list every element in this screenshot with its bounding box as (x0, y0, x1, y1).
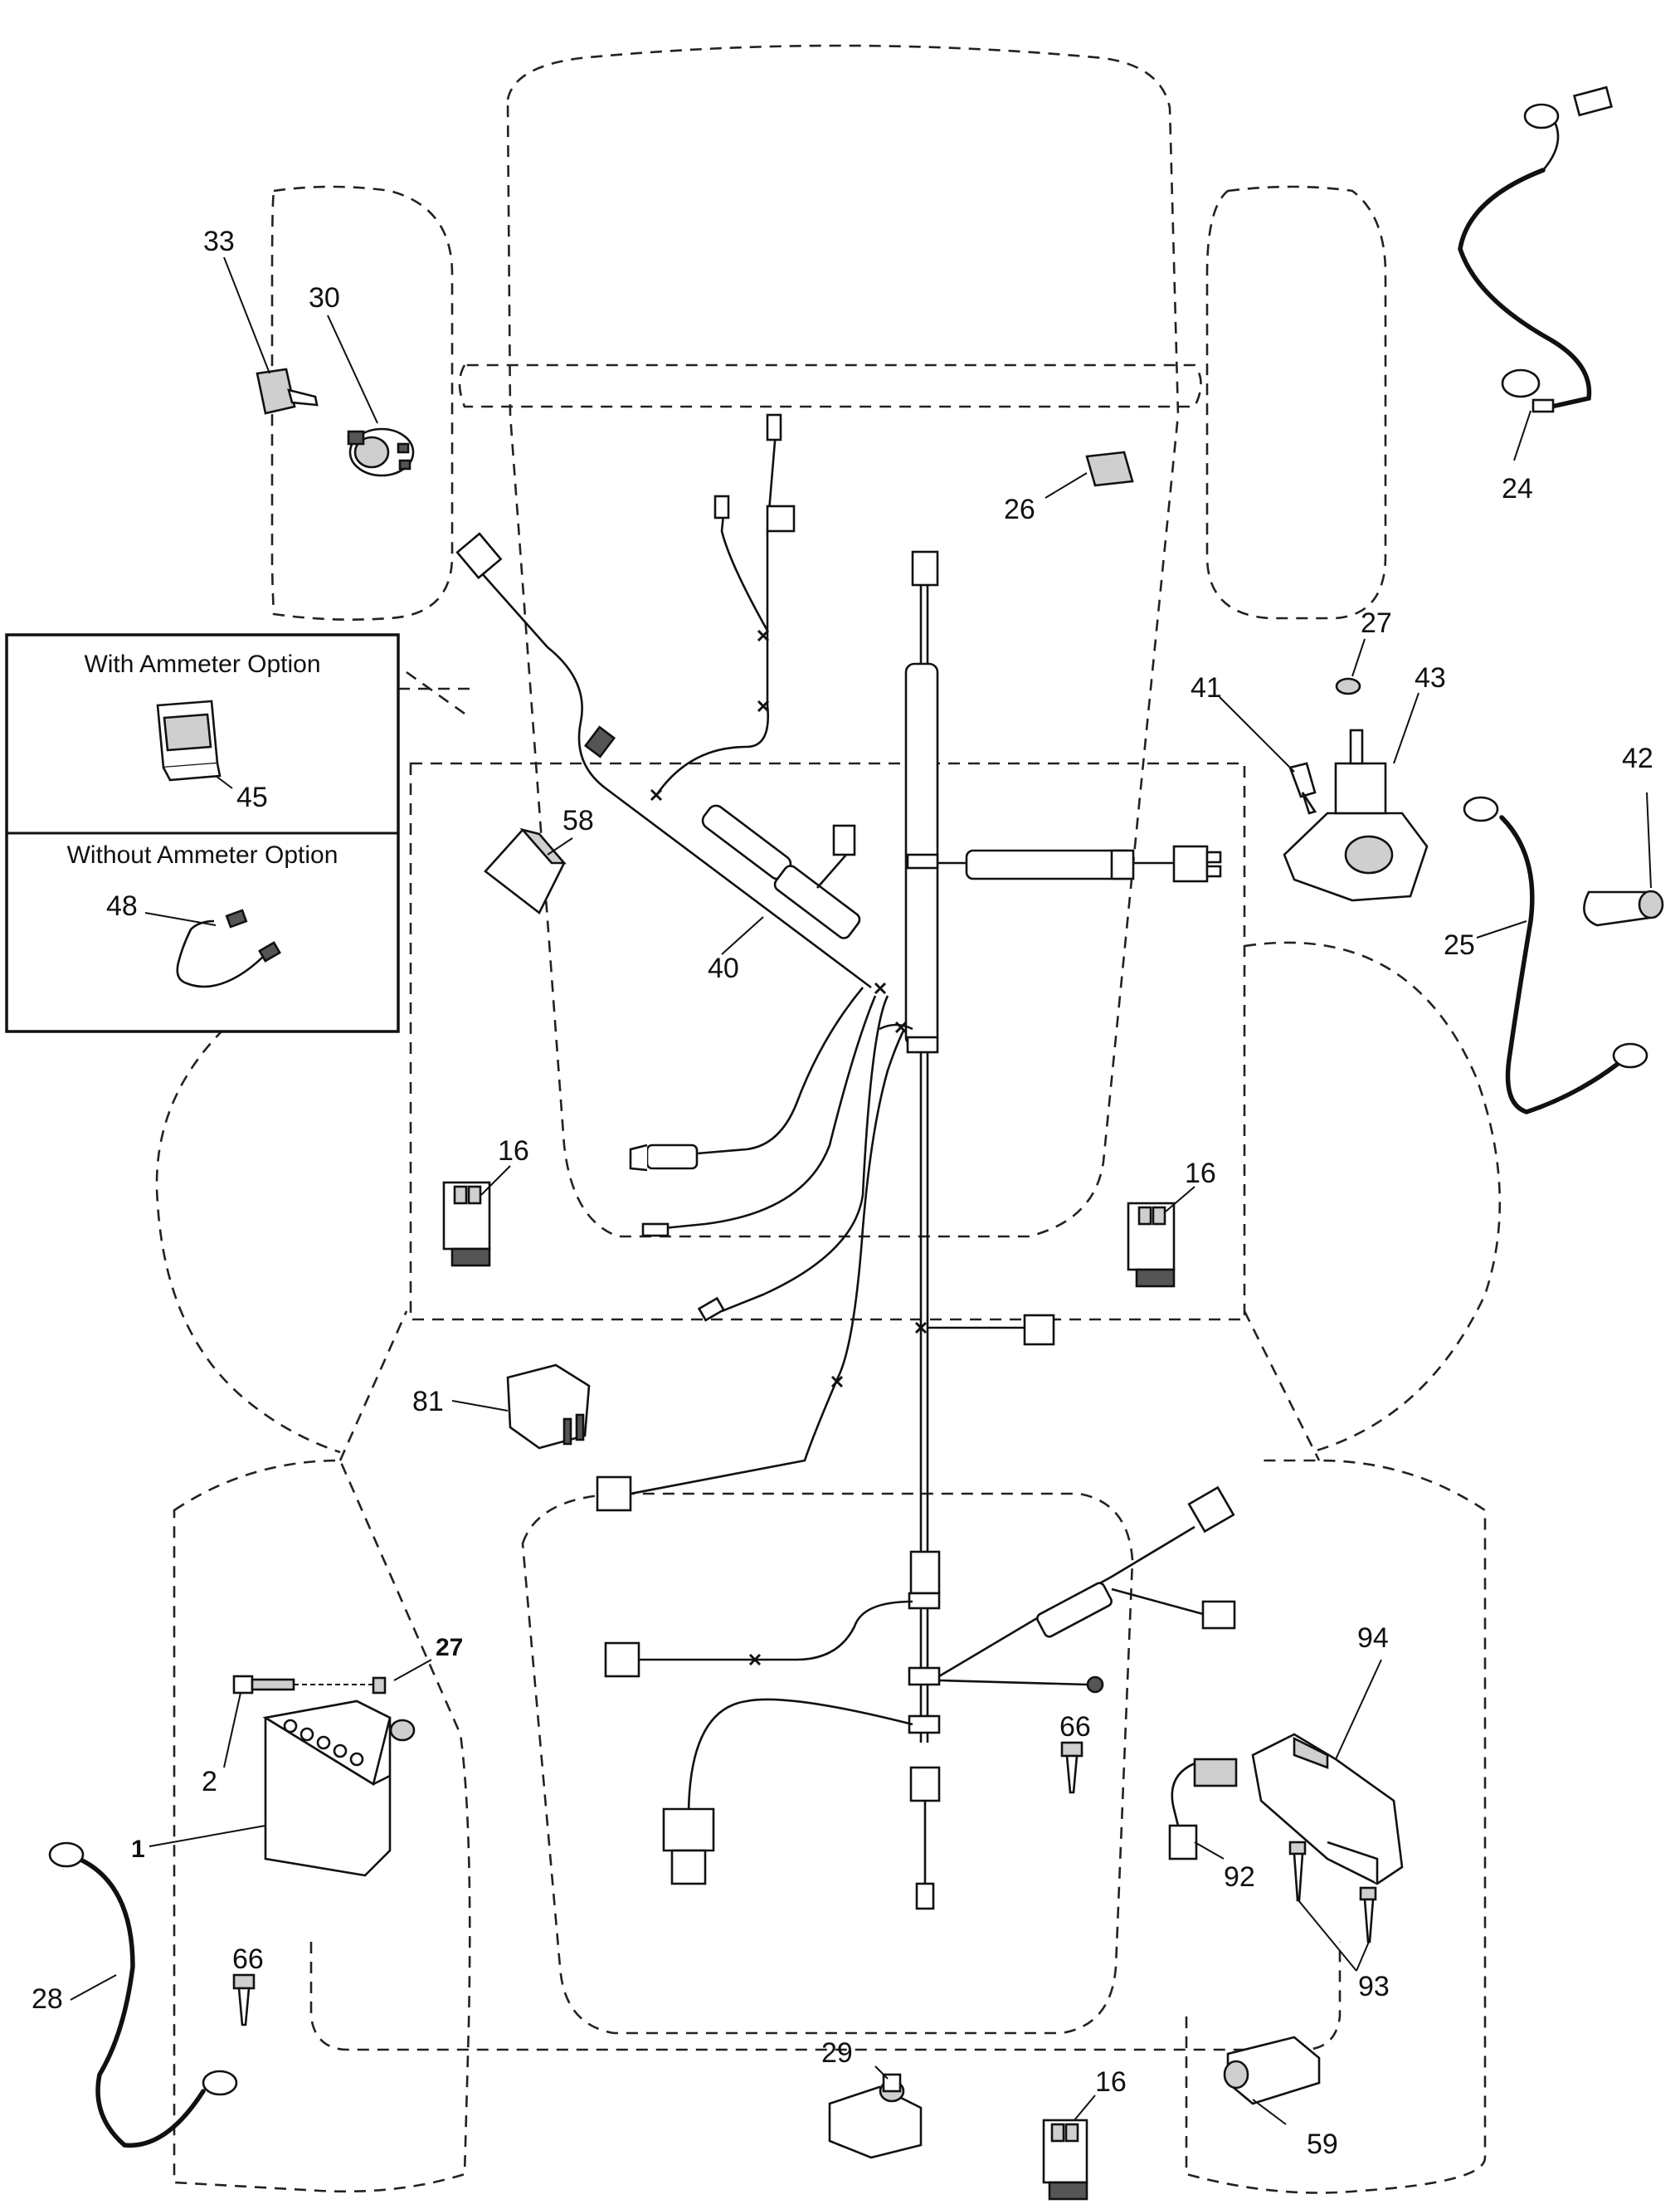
chassis-outlines (155, 44, 1502, 2194)
callout-16-right: 16 (1185, 1158, 1216, 1189)
nut-top (1335, 677, 1361, 695)
bracket-58 (484, 827, 567, 914)
screw-66b (232, 1973, 256, 2026)
callout-66-left: 66 (232, 1943, 264, 1975)
solenoid (1283, 729, 1429, 902)
callout-58: 58 (562, 805, 594, 836)
callout-43: 43 (1415, 662, 1446, 694)
callout-66-center: 66 (1059, 1711, 1091, 1743)
callout-48: 48 (106, 890, 138, 922)
ignition-key (256, 368, 319, 415)
callout-40: 40 (708, 953, 739, 984)
battery-cable-28 (48, 1841, 238, 2148)
callout-81: 81 (412, 1386, 444, 1417)
ammeter-option-box: With Ammeter Option Without Ammeter Opti… (5, 633, 400, 1033)
callout-16-bottom: 16 (1095, 2066, 1127, 2098)
battery-bolt (232, 1675, 382, 1695)
callout-24: 24 (1502, 473, 1533, 505)
relay-81 (506, 1363, 591, 1450)
switch-16b (1127, 1202, 1176, 1288)
switch-16a (442, 1181, 491, 1267)
harness-clip-marks (650, 629, 928, 1666)
switch-16c (1042, 2119, 1088, 2201)
module-59 (1223, 2036, 1321, 2105)
callout-26: 26 (1004, 494, 1035, 525)
callout-59: 59 (1307, 2129, 1338, 2160)
fuse (1085, 451, 1134, 487)
screw-66a (1060, 1741, 1083, 1794)
callout-94: 94 (1357, 1622, 1389, 1654)
ammeter-part (156, 700, 222, 782)
callout-41: 41 (1191, 672, 1222, 704)
callout-30: 30 (309, 282, 340, 314)
callout-92: 92 (1224, 1861, 1255, 1893)
callout-2: 2 (202, 1766, 217, 1797)
callout-25: 25 (1444, 929, 1475, 961)
callout-numbers: 33 30 24 26 27 41 43 42 25 45 48 58 40 1… (32, 226, 1653, 2160)
callout-27-top: 27 (1361, 607, 1392, 639)
battery (262, 1699, 416, 1877)
callout-27-battery: 27 (436, 1634, 463, 1661)
connector-92 (1168, 1758, 1238, 1860)
switch-29 (828, 2073, 923, 2159)
callout-33: 33 (203, 226, 235, 257)
callout-93: 93 (1358, 1971, 1390, 2002)
bolt-41 (1288, 762, 1317, 815)
terminal-boot (1583, 890, 1664, 927)
callout-42: 42 (1622, 743, 1653, 774)
without-ammeter-label: Without Ammeter Option (67, 841, 338, 869)
battery-nut (372, 1676, 387, 1695)
callout-45: 45 (236, 782, 268, 813)
wiring-harness (455, 413, 1236, 1910)
callout-29: 29 (821, 2037, 853, 2069)
battery-cable-25 (1463, 796, 1648, 1114)
jumper-wire-part (176, 909, 281, 988)
callout-1: 1 (131, 1836, 145, 1863)
callout-16-left: 16 (498, 1135, 529, 1167)
callout-leaders (70, 256, 1652, 2125)
callout-28: 28 (32, 1983, 63, 2015)
with-ammeter-label: With Ammeter Option (84, 651, 320, 678)
screws-93 (1288, 1841, 1377, 1943)
seat-switch-94 (1251, 1733, 1404, 1885)
ignition-switch (347, 427, 415, 477)
battery-cable-24 (1458, 85, 1614, 413)
